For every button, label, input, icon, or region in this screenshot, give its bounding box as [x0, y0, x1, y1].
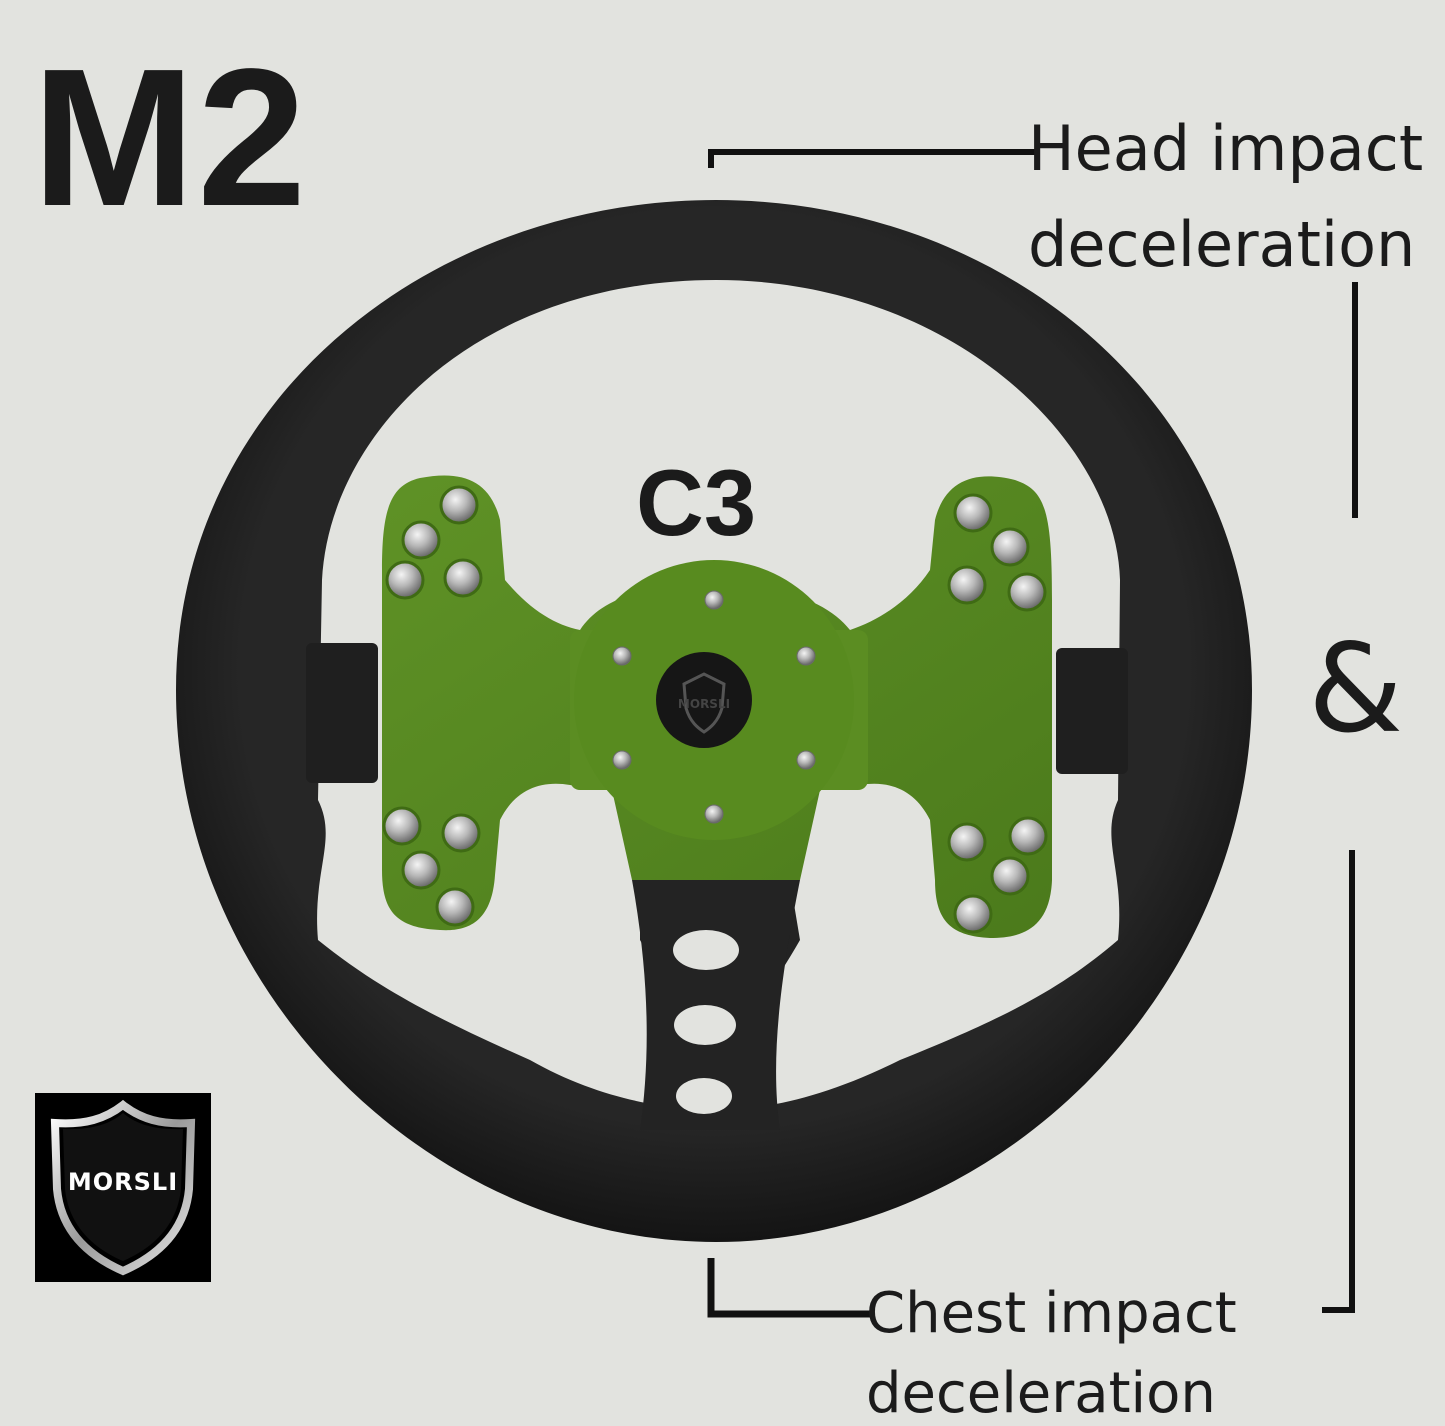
- chest-bracket-line: [707, 1258, 870, 1318]
- push-buttons: [382, 485, 1048, 934]
- push-button: [401, 520, 441, 560]
- push-button: [435, 887, 475, 927]
- push-button: [953, 894, 993, 934]
- push-button: [382, 806, 422, 846]
- push-button: [1008, 816, 1048, 856]
- hub-label: C3: [636, 450, 757, 555]
- hub-bolt: [612, 646, 632, 666]
- hub-bolt: [612, 750, 632, 770]
- spoke-hole-2: [674, 1005, 736, 1045]
- bottom-spoke-body: [632, 880, 800, 1130]
- spoke-hole-3: [676, 1078, 732, 1114]
- ampersand: &: [1308, 618, 1404, 760]
- push-button: [401, 850, 441, 890]
- right-bracket-bottom: [1322, 850, 1355, 1313]
- hub-badge: [656, 652, 752, 748]
- push-button: [990, 856, 1030, 896]
- hub-bolt: [796, 646, 816, 666]
- hub-bolt: [704, 590, 724, 610]
- chest-annotation-line2: deceleration: [866, 1361, 1216, 1426]
- logo-text: MORSLI: [67, 1168, 179, 1196]
- hub-bolt: [796, 750, 816, 770]
- push-button: [990, 527, 1030, 567]
- push-button: [947, 565, 987, 605]
- push-button: [947, 822, 987, 862]
- spoke-block-left: [306, 643, 378, 783]
- push-button: [443, 558, 483, 598]
- push-button: [385, 560, 425, 600]
- push-button: [953, 493, 993, 533]
- hub-bolt: [704, 804, 724, 824]
- push-button: [439, 485, 479, 525]
- push-button: [441, 813, 481, 853]
- shield-logo-icon: [50, 1099, 196, 1276]
- spoke-hole-1: [673, 930, 739, 970]
- chest-annotation-line1: Chest impact: [866, 1281, 1237, 1346]
- head-bracket-line: [708, 149, 1035, 168]
- head-annotation-line2: deceleration: [1028, 208, 1416, 281]
- shield-hub-icon: [682, 672, 726, 734]
- hub-badge-text: MORSLI: [678, 697, 730, 711]
- push-button: [1007, 572, 1047, 612]
- morsli-logo: MORSLI: [35, 1093, 211, 1282]
- model-title: M2: [32, 28, 309, 247]
- spoke-block-right: [1056, 648, 1128, 774]
- hub-bolts: [612, 590, 816, 824]
- head-annotation-line1: Head impact: [1028, 112, 1424, 185]
